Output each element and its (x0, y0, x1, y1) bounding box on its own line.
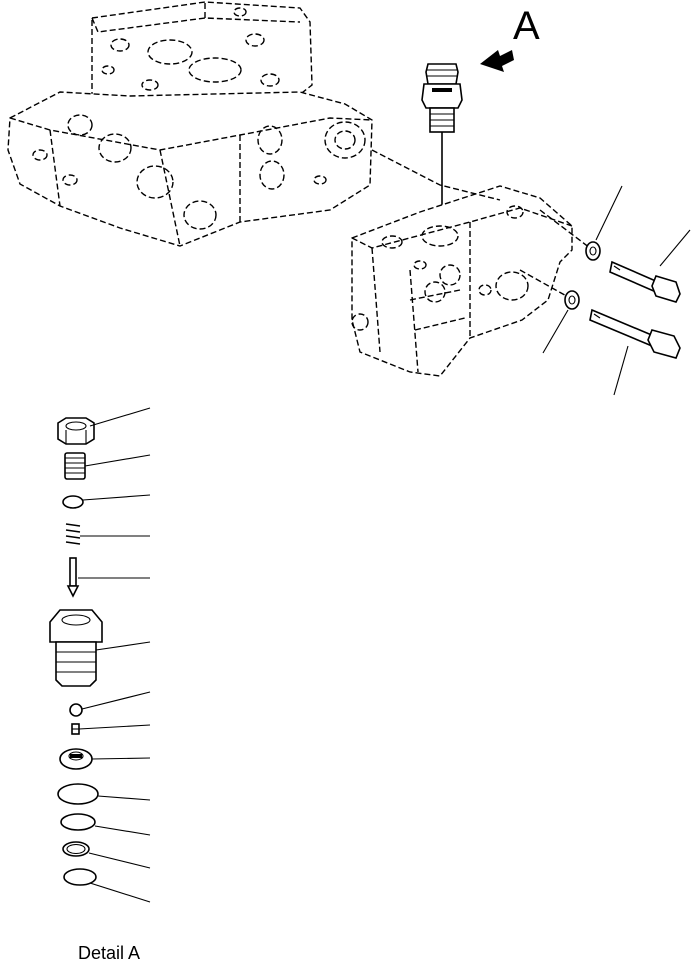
washer-lower (564, 290, 580, 310)
main-valve-body (7, 1, 373, 247)
spring (65, 523, 81, 545)
detail-a-leaders (78, 407, 151, 903)
view-arrow-icon (480, 50, 514, 72)
poppet-pin (66, 557, 80, 598)
o-ring-large-1 (57, 783, 99, 805)
o-ring-small (62, 495, 84, 509)
seat-plug (59, 748, 93, 770)
detail-a-caption: Detail A (78, 943, 141, 963)
small-spring (71, 723, 80, 735)
detail-a-parts (49, 417, 103, 886)
bolt-upper (609, 260, 681, 303)
backup-ring (62, 841, 90, 857)
valve-section-block (351, 149, 573, 377)
relief-valve-cartridge (421, 63, 463, 230)
washer-upper (585, 241, 601, 261)
adjust-screw (64, 452, 86, 480)
bolt-lower (589, 308, 681, 359)
o-ring-large-2 (60, 813, 96, 831)
lock-nut (57, 417, 95, 445)
view-a-label: A (513, 4, 540, 48)
piston (69, 703, 83, 717)
valve-sleeve (49, 609, 103, 687)
o-ring-large-3 (63, 868, 97, 886)
